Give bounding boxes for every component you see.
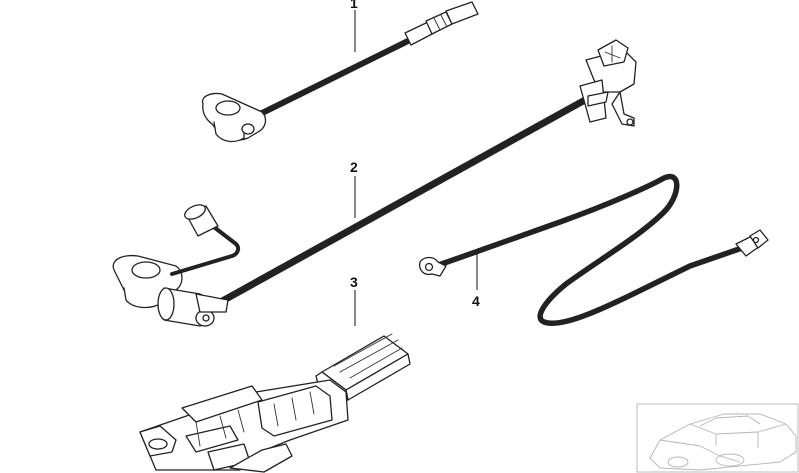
part-4-cable[interactable]: [418, 173, 769, 326]
callout-4: 4: [472, 254, 480, 309]
svg-text:2: 2: [350, 159, 358, 175]
part-1-cable[interactable]: [201, 1, 479, 143]
part-3-cover[interactable]: [139, 333, 411, 473]
callout-2: 2: [350, 159, 358, 218]
svg-text:3: 3: [350, 274, 358, 290]
svg-text:1: 1: [350, 0, 358, 11]
part-2-cable[interactable]: [112, 39, 637, 327]
svg-text:4: 4: [472, 293, 480, 309]
vehicle-locator-thumbnail: [636, 403, 799, 473]
car-outline-icon: [649, 413, 797, 471]
callout-3: 3: [350, 274, 358, 326]
callout-1: 1: [350, 0, 358, 52]
